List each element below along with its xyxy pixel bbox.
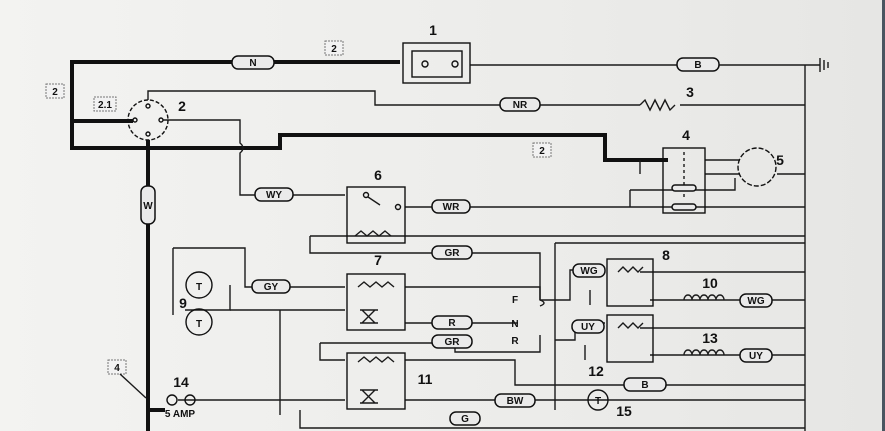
svg-text:T: T (196, 319, 202, 330)
svg-text:GR: GR (445, 248, 461, 259)
svg-text:15: 15 (616, 403, 632, 419)
component-7-relay: 7 (346, 252, 406, 331)
wire-labels: N B NR WY WR GR GY R GR BW G WG WG UY UY… (140, 55, 773, 426)
svg-text:NR: NR (513, 100, 528, 111)
svg-text:2: 2 (539, 146, 545, 157)
svg-text:UY: UY (581, 322, 595, 333)
svg-text:N: N (511, 319, 518, 330)
svg-text:5: 5 (776, 152, 784, 168)
svg-text:2: 2 (331, 44, 337, 55)
svg-text:2: 2 (52, 87, 58, 98)
svg-text:B: B (694, 60, 701, 71)
page-edge (882, 0, 885, 431)
svg-text:5 AMP: 5 AMP (165, 409, 196, 420)
component-11-relay: 11 (346, 352, 433, 410)
svg-text:4: 4 (114, 363, 120, 374)
svg-text:GY: GY (264, 282, 279, 293)
svg-text:R: R (511, 336, 519, 347)
component-4-relay: 4 (662, 127, 706, 214)
component-12-relay: 12 (588, 314, 654, 379)
svg-text:7: 7 (374, 252, 382, 268)
svg-text:8: 8 (662, 247, 670, 263)
svg-text:F: F (512, 295, 518, 306)
svg-text:WG: WG (580, 266, 597, 277)
svg-text:WR: WR (443, 202, 460, 213)
component-15-thermostat: T 15 (587, 389, 632, 419)
component-3-resistor: 3 (639, 84, 694, 112)
component-13-coil: 13 (683, 330, 725, 356)
reference-boxes: 2 2 2.1 2 4 (45, 40, 552, 399)
component-5-motor: 5 (737, 147, 784, 187)
svg-text:6: 6 (374, 167, 382, 183)
svg-text:UY: UY (749, 351, 763, 362)
svg-text:WY: WY (266, 190, 282, 201)
svg-text:10: 10 (702, 275, 718, 291)
ground-icon (819, 58, 829, 72)
svg-text:N: N (249, 58, 256, 69)
component-1-switch: 1 (402, 22, 471, 84)
svg-text:11: 11 (418, 371, 433, 387)
svg-text:9: 9 (179, 295, 187, 311)
svg-text:B: B (641, 380, 648, 391)
component-8-relay: 8 (606, 247, 670, 307)
svg-text:W: W (143, 201, 153, 212)
component-14-fuse: 14 5 AMP (165, 374, 196, 420)
svg-text:14: 14 (173, 374, 189, 390)
svg-text:4: 4 (682, 127, 690, 143)
svg-text:13: 13 (702, 330, 718, 346)
svg-text:GR: GR (445, 337, 461, 348)
component-2-connector: 2 (127, 98, 186, 141)
svg-text:G: G (461, 414, 469, 425)
component-10-coil: 10 (683, 275, 725, 301)
component-6-relay: 6 (346, 167, 406, 244)
selector-switch-positions: F N R (511, 295, 519, 347)
svg-text:BW: BW (507, 396, 524, 407)
svg-text:R: R (448, 318, 456, 329)
svg-text:12: 12 (588, 363, 604, 379)
component-9-thermostats: T T 9 (179, 271, 213, 336)
svg-text:1: 1 (429, 22, 437, 38)
thin-wires (147, 64, 820, 431)
svg-text:3: 3 (686, 84, 694, 100)
svg-text:2.1: 2.1 (98, 100, 112, 111)
svg-text:2: 2 (178, 98, 186, 114)
svg-text:T: T (595, 396, 601, 407)
svg-text:WG: WG (747, 296, 764, 307)
svg-text:T: T (196, 282, 202, 293)
